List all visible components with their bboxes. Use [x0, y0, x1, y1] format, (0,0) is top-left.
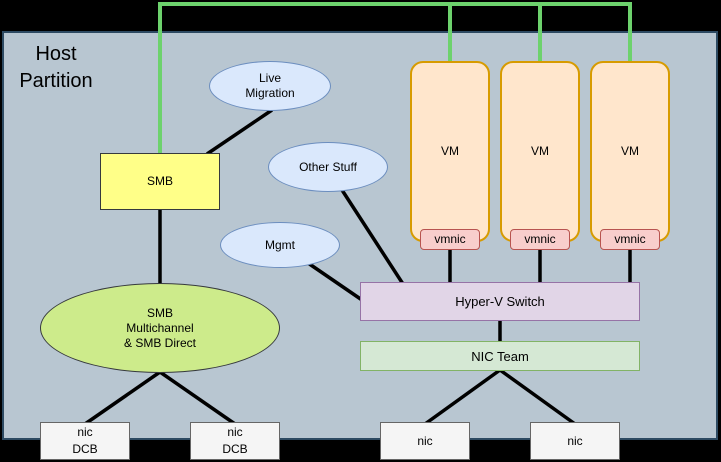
vmnic-box-3: vmnic: [600, 229, 660, 250]
nic-box-4: nic: [530, 422, 620, 460]
vmnic-label: vmnic: [614, 232, 646, 246]
smb-label: SMB: [146, 174, 173, 188]
nic-dcb-label: nic DCB: [222, 424, 247, 458]
vm-box-2: VM: [500, 61, 580, 242]
vm-box-3: VM: [590, 61, 670, 242]
host-partition-label: Host Partition: [19, 43, 93, 92]
live-migration-ellipse: Live Migration: [209, 61, 331, 111]
nic-team-label: NIC Team: [471, 348, 529, 364]
smb-mc-line-3: & SMB Direct: [123, 335, 196, 350]
smb-box: SMB: [100, 153, 220, 210]
nic-dcb-box-1: nic DCB: [40, 422, 130, 460]
vm-label: VM: [441, 144, 459, 158]
nic-line: nic: [227, 425, 243, 439]
other-stuff-ellipse: Other Stuff: [268, 142, 388, 192]
hyperv-switch-box: Hyper-V Switch: [360, 282, 640, 321]
vm-label: VM: [621, 144, 639, 158]
vmnic-label: vmnic: [524, 232, 556, 246]
hyperv-switch-label: Hyper-V Switch: [455, 294, 545, 309]
smb-mc-line-1: SMB: [146, 305, 173, 320]
smb-multichannel-ellipse: SMB Multichannel & SMB Direct: [40, 283, 280, 373]
mgmt-label: Mgmt: [265, 237, 295, 252]
nic-team-box: NIC Team: [360, 341, 640, 371]
vm-box-1: VM: [410, 61, 490, 242]
vmnic-box-1: vmnic: [420, 229, 480, 250]
nic-label: nic: [417, 433, 433, 448]
smb-multichannel-label: SMB Multichannel & SMB Direct: [124, 306, 196, 351]
vm-label: VM: [531, 144, 549, 158]
dcb-line: DCB: [72, 442, 98, 456]
other-stuff-label: Other Stuff: [299, 159, 357, 174]
smb-mc-line-2: Multichannel: [126, 320, 194, 335]
mgmt-ellipse: Mgmt: [220, 222, 340, 268]
nic-line: nic: [77, 425, 93, 439]
dcb-line: DCB: [222, 442, 248, 456]
nic-label: nic: [567, 433, 583, 448]
nic-dcb-label: nic DCB: [72, 424, 97, 458]
live-migration-label: Live Migration: [245, 71, 295, 100]
vmnic-box-2: vmnic: [510, 229, 570, 250]
vmnic-label: vmnic: [434, 232, 466, 246]
nic-dcb-box-2: nic DCB: [190, 422, 280, 460]
nic-box-3: nic: [380, 422, 470, 460]
